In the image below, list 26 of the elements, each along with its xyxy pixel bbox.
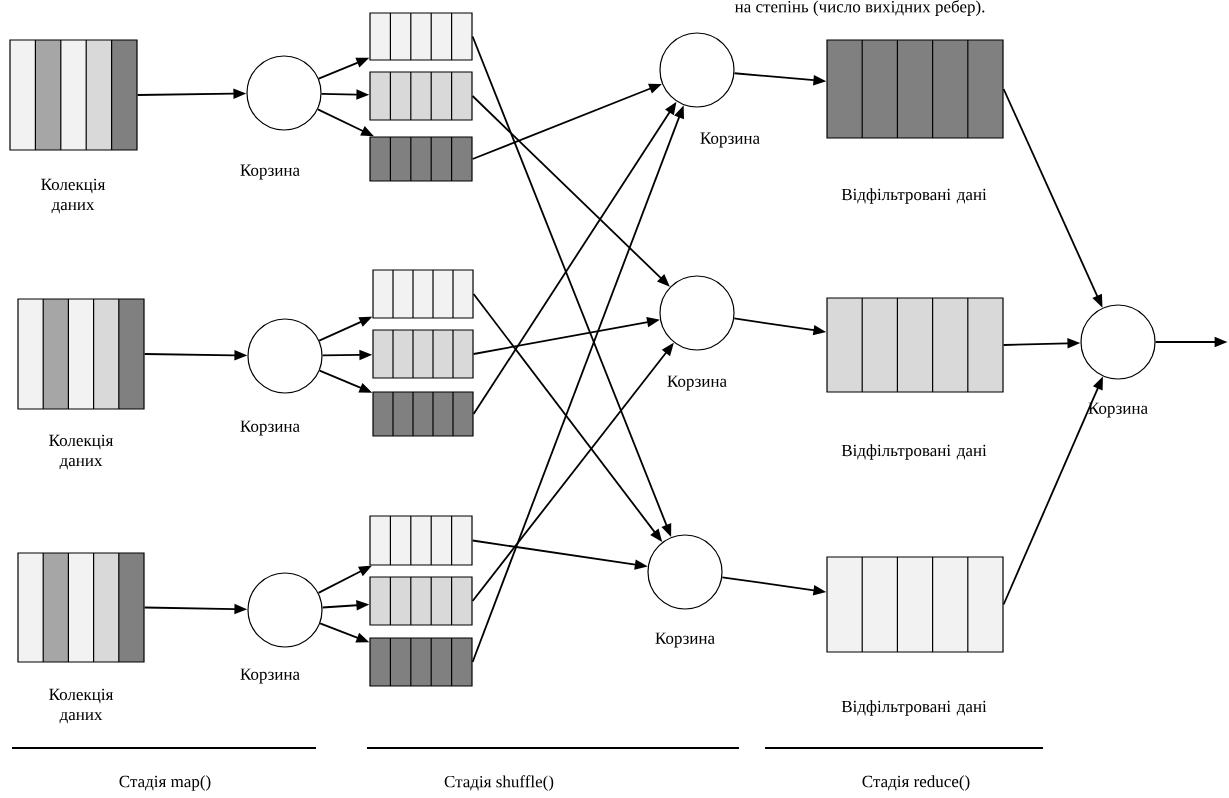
node-label: Колекція даних: [41, 178, 106, 214]
node-label: Корзина: [1088, 402, 1148, 418]
node-label: Корзина: [240, 420, 300, 436]
node-label: Колекція даних: [49, 688, 114, 724]
bucket-queue: [372, 329, 474, 379]
stage-label: Стадія map(): [119, 775, 211, 791]
node-label: Колекція даних: [49, 434, 114, 470]
node-label: Корзина: [700, 132, 760, 148]
node-label: Корзина: [240, 164, 300, 180]
node-label: Відфільтровані дані: [841, 700, 987, 716]
bucket-queue: [372, 269, 474, 319]
bucket-queue: [369, 515, 473, 566]
bucket-queue: [369, 576, 473, 626]
bucket-queue: [372, 391, 474, 437]
bucket-queue: [369, 136, 473, 182]
node-label: Відфільтровані дані: [841, 444, 987, 460]
note-text: на степінь (число вихідних ребер).: [734, 0, 985, 16]
stage-label: Стадія shuffle(): [444, 775, 554, 791]
node-label: Корзина: [667, 375, 727, 391]
node-label: Корзина: [655, 632, 715, 648]
node-label: Корзина: [240, 668, 300, 684]
stage-label: Стадія reduce(): [862, 775, 970, 791]
bucket-queue: [369, 71, 473, 121]
bucket-queue: [369, 637, 473, 687]
bucket-queue: [369, 12, 473, 61]
node-label: Відфільтровані дані: [841, 188, 987, 204]
